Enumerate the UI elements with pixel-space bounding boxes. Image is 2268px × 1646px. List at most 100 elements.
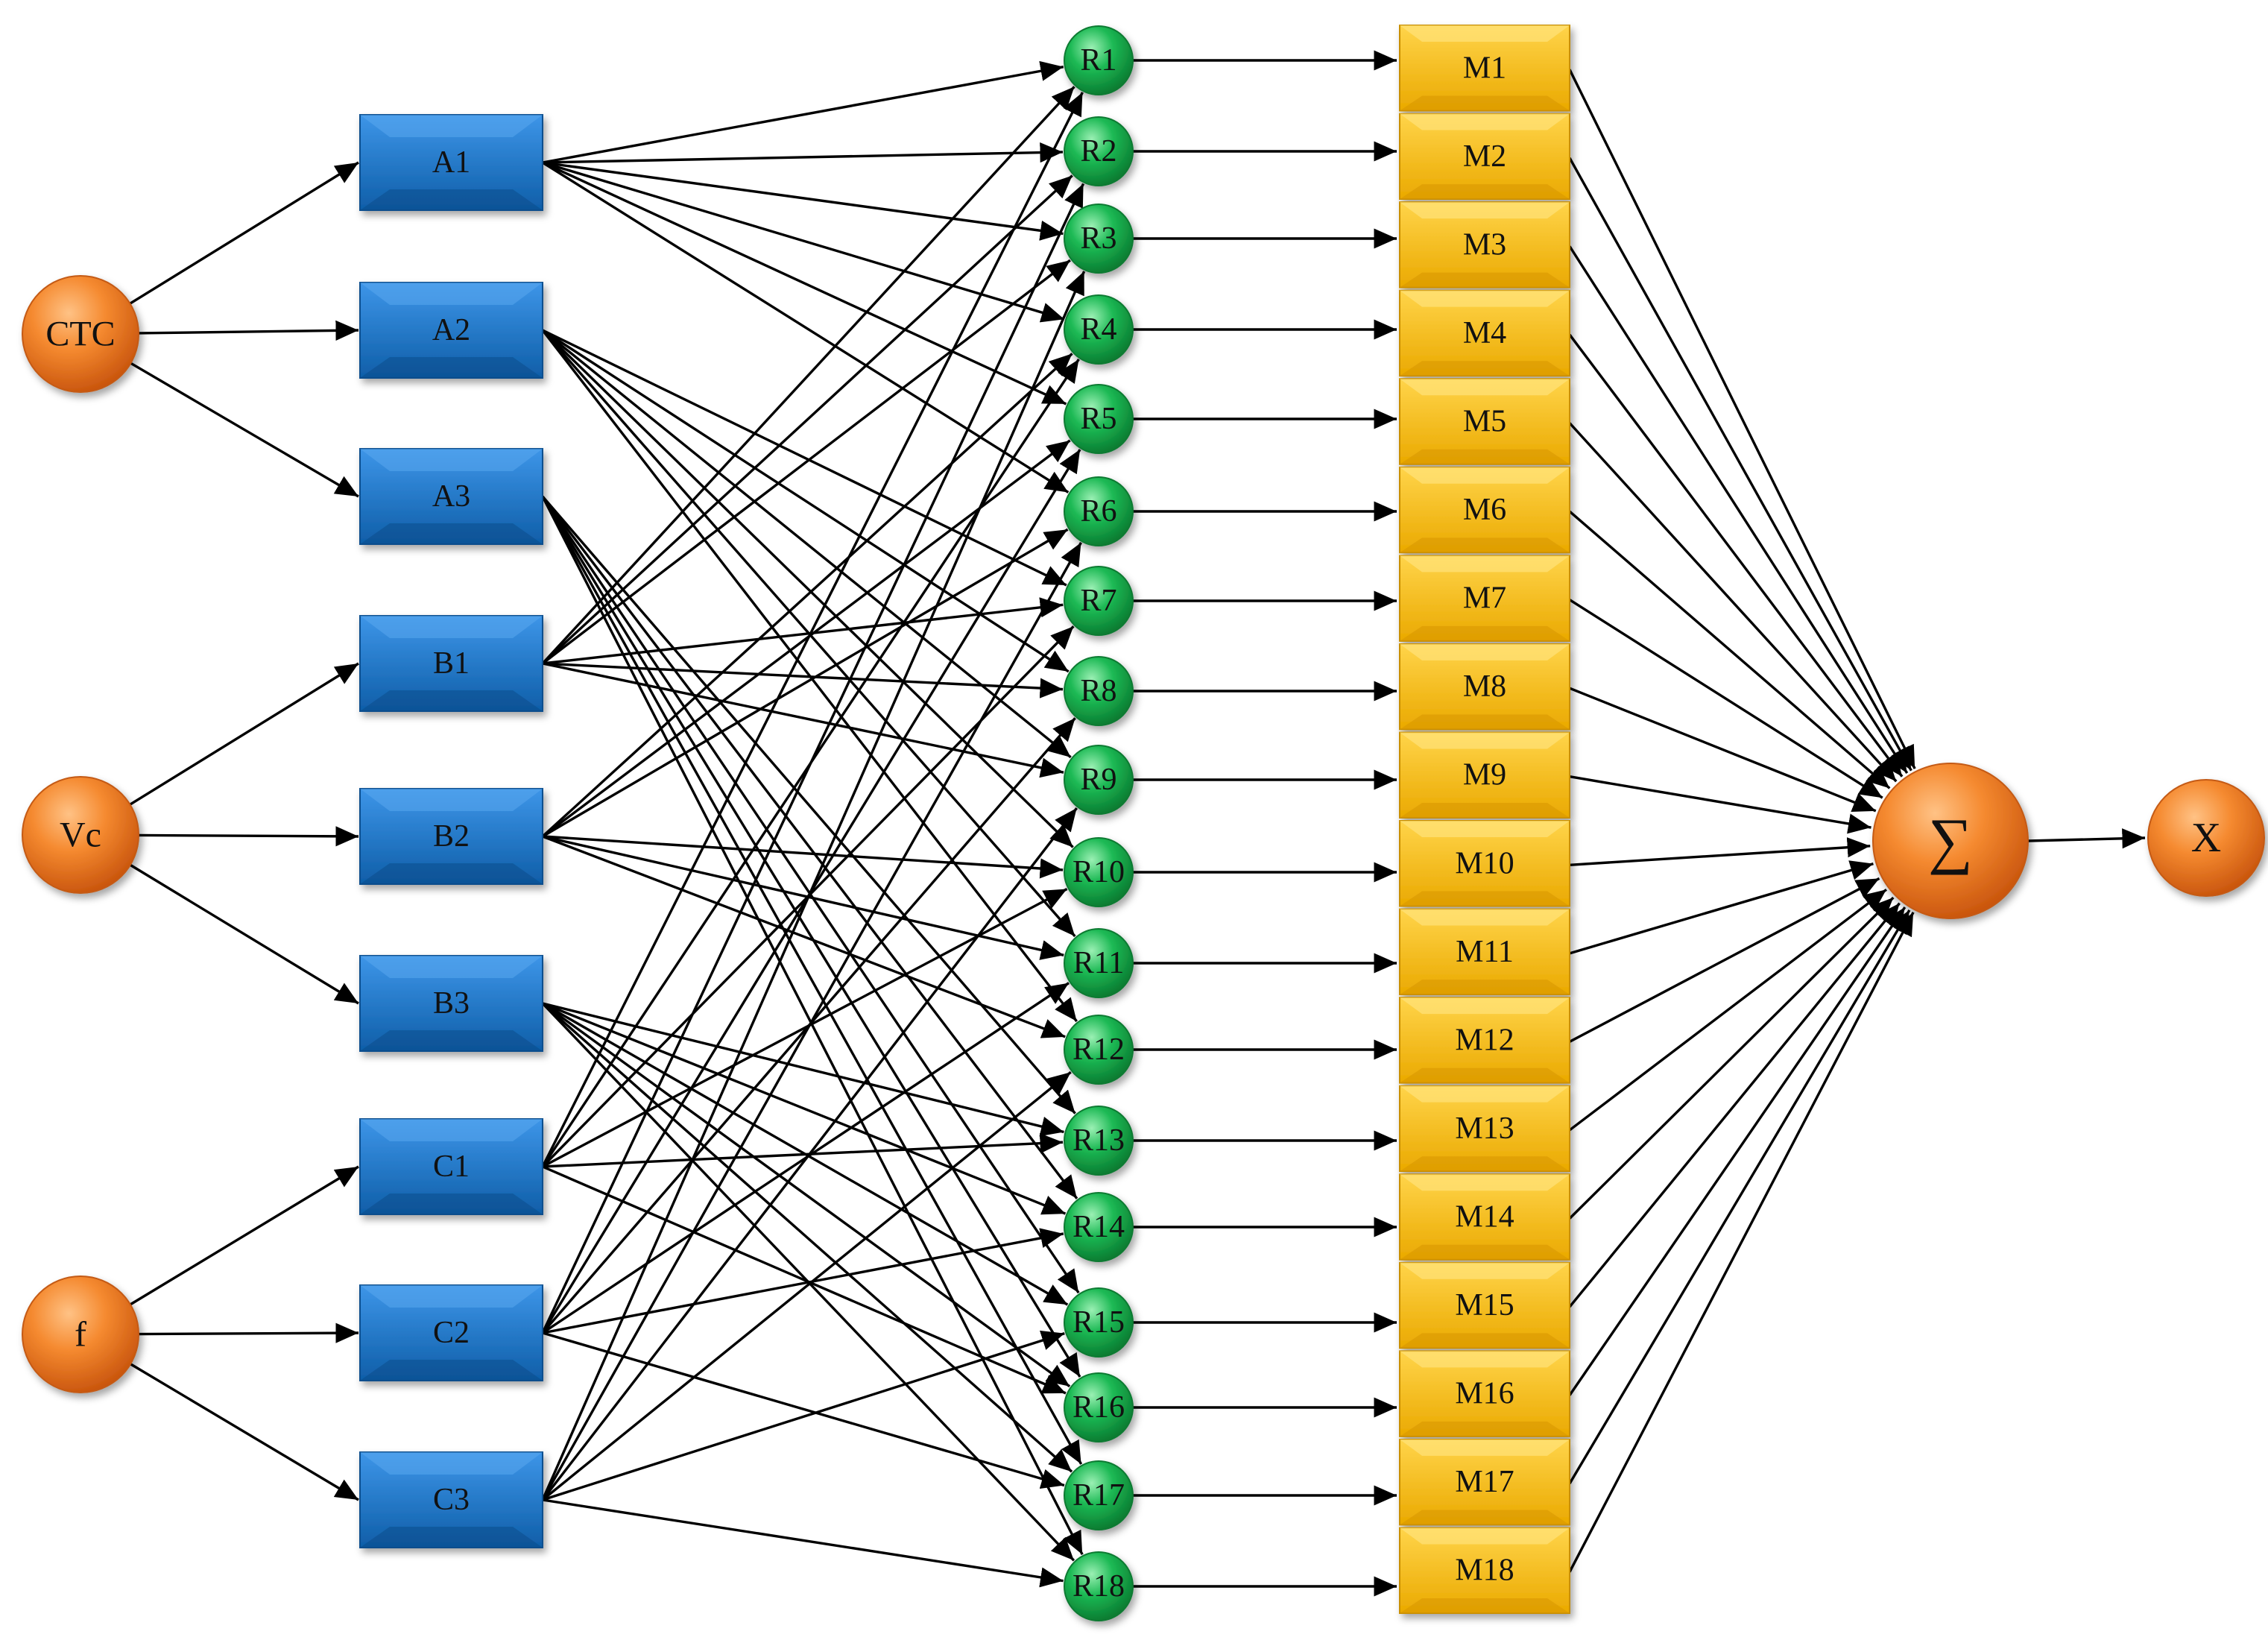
consequent-box-M9 <box>1399 731 1570 819</box>
rule-node-R6 <box>1064 476 1134 546</box>
input-node-label: CTC <box>45 315 115 354</box>
consequent-box-label: M15 <box>1455 1288 1514 1322</box>
rule-node-R13 <box>1064 1106 1134 1176</box>
edge-sum-output <box>2027 828 2146 849</box>
edge-C1-R16 <box>542 1165 1067 1395</box>
membership-box-label: C3 <box>433 1483 470 1517</box>
edge-B1-R2 <box>541 174 1073 665</box>
edge-C2-R5 <box>541 449 1081 1334</box>
edge-B3-R16 <box>542 1002 1071 1388</box>
edge-M7-sum <box>1569 599 1883 799</box>
edge-A2-R9 <box>541 329 1072 759</box>
edge-B2-R12 <box>542 835 1066 1038</box>
consequent-box-M2 <box>1399 113 1570 201</box>
consequent-box-label: M8 <box>1463 669 1506 704</box>
rule-node-R9 <box>1064 745 1134 815</box>
edge-CTC-A3 <box>130 362 359 498</box>
membership-box-label: A1 <box>432 145 470 180</box>
rule-node-label: R7 <box>1080 584 1116 618</box>
consequent-box-label: M2 <box>1463 139 1506 174</box>
edge-A3-R18 <box>541 496 1084 1556</box>
membership-box-C1 <box>359 1118 543 1215</box>
rule-node-R4 <box>1064 294 1134 365</box>
rule-node-R11 <box>1064 928 1134 998</box>
edge-A3-R16 <box>541 496 1081 1378</box>
rule-node-R2 <box>1064 116 1134 186</box>
edge-A1-R1 <box>542 60 1064 164</box>
membership-box-label: B2 <box>433 819 470 854</box>
output-node-label: X <box>2191 815 2221 861</box>
edge-Vc-B3 <box>129 863 359 1005</box>
edge-B1-R9 <box>542 662 1064 778</box>
rule-node-label: R11 <box>1073 946 1124 980</box>
membership-box-A2 <box>359 282 543 379</box>
edge-M10-sum <box>1569 837 1871 866</box>
consequent-box-M12 <box>1399 997 1570 1084</box>
membership-box-B2 <box>359 788 543 885</box>
rule-node-label: R3 <box>1080 221 1116 256</box>
edge-A1-R2 <box>542 142 1064 164</box>
edge-B3-R14 <box>542 1002 1067 1215</box>
edge-B2-R5 <box>541 439 1071 838</box>
edge-A3-R13 <box>541 495 1076 1114</box>
rule-node-R14 <box>1064 1192 1134 1262</box>
output-node <box>2147 779 2265 897</box>
membership-box-label: B1 <box>433 646 470 681</box>
consequent-box-label: M5 <box>1463 405 1506 439</box>
edge-A3-R15 <box>541 496 1080 1294</box>
membership-box-label: A3 <box>432 479 470 514</box>
consequent-box-M4 <box>1399 289 1570 377</box>
rule-node-label: R8 <box>1080 674 1116 708</box>
consequent-box-M10 <box>1399 820 1570 907</box>
membership-box-label: C2 <box>433 1316 470 1350</box>
rule-node-label: R16 <box>1073 1390 1125 1425</box>
edge-M18-sum <box>1568 911 1915 1573</box>
rule-node-R17 <box>1064 1460 1134 1530</box>
edge-B1-R3 <box>541 259 1071 665</box>
rule-node-label: R14 <box>1073 1210 1125 1244</box>
rule-node-label: R13 <box>1073 1123 1125 1158</box>
consequent-box-M15 <box>1399 1261 1570 1349</box>
connection-layer <box>129 50 2146 1597</box>
membership-box-C3 <box>359 1451 543 1548</box>
rule-node-R16 <box>1064 1372 1134 1442</box>
rule-node-R8 <box>1064 656 1134 726</box>
input-node-label: f <box>75 1315 86 1355</box>
rule-node-R18 <box>1064 1551 1134 1621</box>
rule-node-R10 <box>1064 837 1134 907</box>
edge-A3-R14 <box>541 495 1078 1199</box>
rule-node-label: R15 <box>1073 1305 1125 1340</box>
edge-CTC-A2 <box>138 320 359 341</box>
consequent-box-M1 <box>1399 25 1570 112</box>
edge-C2-R14 <box>542 1228 1064 1334</box>
consequent-box-M13 <box>1399 1085 1570 1173</box>
consequent-box-M7 <box>1399 555 1570 642</box>
consequent-box-label: M6 <box>1463 493 1506 527</box>
edge-B3-R18 <box>541 1002 1075 1562</box>
edge-f-C1 <box>130 1165 359 1306</box>
edge-C3-R15 <box>542 1330 1065 1501</box>
rule-node-label: R17 <box>1073 1478 1125 1513</box>
consequent-box-M3 <box>1399 201 1570 288</box>
edge-A1-R5 <box>542 161 1067 406</box>
edge-M11-sum <box>1569 860 1874 955</box>
rule-node-R5 <box>1064 384 1134 454</box>
rule-node-label: R6 <box>1080 494 1116 529</box>
edge-M6-sum <box>1568 510 1891 789</box>
edge-A1-R4 <box>542 161 1065 323</box>
consequent-box-label: M3 <box>1463 227 1506 262</box>
consequent-box-M18 <box>1399 1527 1570 1614</box>
rule-node-label: R1 <box>1080 43 1116 78</box>
membership-box-C2 <box>359 1284 543 1381</box>
edge-A1-R6 <box>542 161 1070 494</box>
edge-M8-sum <box>1569 687 1877 813</box>
rule-node-label: R9 <box>1080 763 1116 797</box>
edge-B3-R13 <box>542 1002 1064 1137</box>
input-node-Vc <box>22 776 139 894</box>
edge-A2-R10 <box>541 329 1074 848</box>
consequent-box-label: M13 <box>1455 1111 1514 1146</box>
rule-node-label: R5 <box>1080 402 1116 436</box>
input-node-f <box>22 1276 139 1393</box>
consequent-box-label: M11 <box>1456 935 1514 969</box>
